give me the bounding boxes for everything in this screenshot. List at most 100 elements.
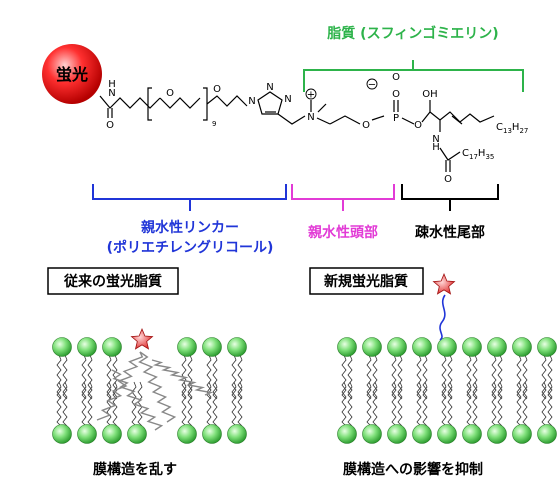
atom-c13: C13H27 xyxy=(496,122,528,135)
lipid-head-bottom xyxy=(412,424,432,444)
atom-ceramide-n: N xyxy=(432,134,439,145)
head-bracket xyxy=(291,184,395,211)
lipid-tail xyxy=(187,381,193,427)
lipid-tail xyxy=(447,381,453,427)
lipid-head-top xyxy=(462,337,482,357)
lipid-tail xyxy=(181,381,187,427)
lipid-head-bottom xyxy=(512,424,532,444)
fluorophore-star-conventional xyxy=(130,327,154,350)
lipid-head-bottom xyxy=(52,424,72,444)
atom-ammonium-n: N xyxy=(307,112,314,123)
lipid-tail xyxy=(497,354,503,400)
lipid-bracket xyxy=(303,60,524,92)
fluorophore-label: 蛍光 xyxy=(56,65,88,84)
lipid-head-top xyxy=(177,337,197,357)
fluorophore-ball xyxy=(42,44,102,104)
atom-c17: C17H35 xyxy=(462,148,494,161)
peg-linker-extended xyxy=(439,294,446,341)
lipid-tail xyxy=(87,381,93,427)
lipid-tail xyxy=(87,354,93,400)
conventional-title: 従来の蛍光脂質 xyxy=(63,273,162,290)
atom-phosphate-o2: O xyxy=(392,72,400,83)
lipid-head-bottom xyxy=(362,424,382,444)
lipid-tail xyxy=(81,381,87,427)
novel-membrane xyxy=(337,272,557,444)
lipid-tail xyxy=(466,354,472,400)
lipid-tail xyxy=(497,381,503,427)
lipid-tail xyxy=(62,354,68,400)
lipid-tail xyxy=(397,381,403,427)
lipid-head-top xyxy=(77,337,97,357)
lipid-tail xyxy=(541,354,547,400)
lipid-head-top xyxy=(202,337,222,357)
lipid-head-bottom xyxy=(77,424,97,444)
lipid-tail xyxy=(341,354,347,400)
disordered-linker xyxy=(151,359,214,396)
negative-charge: − xyxy=(368,80,376,91)
lipid-head-top xyxy=(487,337,507,357)
lipid-tail xyxy=(56,381,62,427)
lipid-tail xyxy=(422,381,428,427)
lipid-head-bottom xyxy=(462,424,482,444)
atom-hydroxyl: OH xyxy=(422,89,437,100)
lipid-tail xyxy=(372,354,378,400)
lipid-head-bottom xyxy=(177,424,197,444)
lipid-tail xyxy=(372,381,378,427)
lipid-tail xyxy=(491,354,497,400)
lipid-tail xyxy=(547,354,553,400)
lipid-head-top xyxy=(102,337,122,357)
lipid-head-bottom xyxy=(337,424,357,444)
lipid-tail xyxy=(416,354,422,400)
lipid-tail xyxy=(366,381,372,427)
novel-caption: 膜構造への影響を抑制 xyxy=(343,461,483,478)
lipid-tail xyxy=(441,354,447,400)
head-label: 親水性頭部 xyxy=(308,224,378,241)
lipid-head-top xyxy=(412,337,432,357)
conventional-title-box xyxy=(47,267,179,295)
lipid-head-top xyxy=(437,337,457,357)
lipid-head-bottom xyxy=(102,424,122,444)
lipid-tail xyxy=(212,354,218,400)
lipid-tail xyxy=(472,354,478,400)
lipid-tail xyxy=(416,381,422,427)
linker-label-line2: (ポリエチレングリコール) xyxy=(107,239,274,256)
negative-charge-circle xyxy=(366,78,378,90)
lipid-head-top xyxy=(227,337,247,357)
lipid-head-bottom xyxy=(127,424,147,444)
lipid-head-bottom xyxy=(227,424,247,444)
atom-phosphorus: P xyxy=(393,113,399,124)
lipid-tail xyxy=(422,354,428,400)
lipid-tail xyxy=(366,354,372,400)
lipid-tail xyxy=(491,381,497,427)
lipid-tail xyxy=(347,381,353,427)
linker-label-line1: 親水性リンカー xyxy=(141,219,239,236)
atom-ceramide-h: H xyxy=(432,142,440,153)
lipid-tail xyxy=(137,381,143,427)
lipid-tail xyxy=(81,354,87,400)
lipid-tail xyxy=(206,381,212,427)
lipid-tail xyxy=(106,381,112,427)
lipid-tail xyxy=(516,381,522,427)
atom-amide-o: O xyxy=(106,120,114,131)
lipid-head-bottom xyxy=(487,424,507,444)
atom-phosphate-o3: O xyxy=(414,120,422,131)
lipid-head-bottom xyxy=(202,424,222,444)
lipid-tail xyxy=(56,354,62,400)
lipid-tail xyxy=(347,354,353,400)
lipid-head-bottom xyxy=(437,424,457,444)
lipid-tail xyxy=(522,354,528,400)
lipid-tail xyxy=(237,381,243,427)
lipid-tail xyxy=(62,381,68,427)
atom-phosphate-o1: O xyxy=(362,120,370,131)
atom-peg-o2: O xyxy=(213,84,221,95)
atom-nh-n: N xyxy=(108,88,115,99)
conventional-membrane xyxy=(52,327,247,444)
lipid-head-top xyxy=(337,337,357,357)
positive-charge-circle xyxy=(305,88,317,100)
lipid-tail xyxy=(391,354,397,400)
atom-phosphate-o-minus: O xyxy=(392,89,400,100)
lipid-label: 脂質 (スフィンゴミエリン) xyxy=(326,25,498,42)
lipid-head-top xyxy=(362,337,382,357)
